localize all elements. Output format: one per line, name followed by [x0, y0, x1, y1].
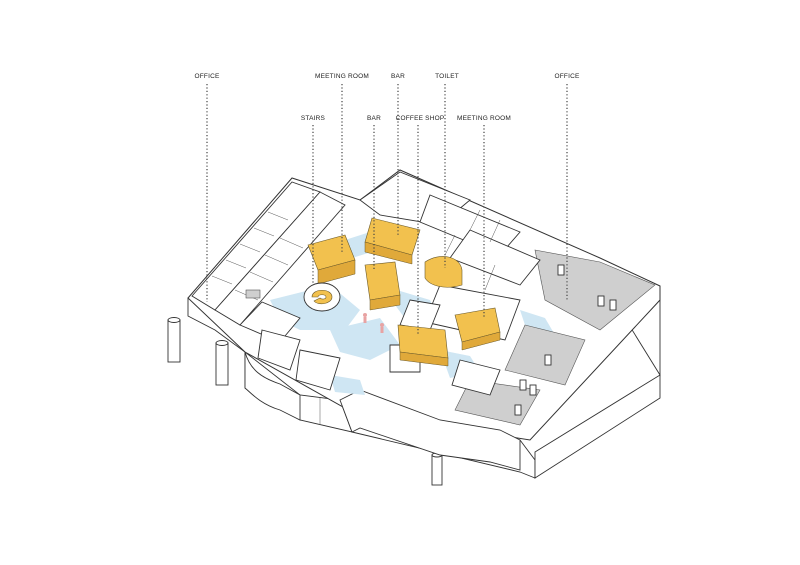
- label-bar-top: BAR: [391, 73, 405, 80]
- room-labels: OFFICE MEETING ROOM BAR TOILET OFFICE ST…: [194, 73, 579, 122]
- label-office-left: OFFICE: [194, 73, 219, 80]
- highlighted-spaces: [303, 217, 501, 367]
- office-left-zone: [191, 181, 346, 391]
- label-office-right: OFFICE: [554, 73, 579, 80]
- label-meeting-room-top: MEETING ROOM: [315, 73, 369, 80]
- label-meeting-room-mid: MEETING ROOM: [457, 115, 511, 122]
- label-coffee-shop: COFFEE SHOP: [396, 115, 445, 122]
- office-right-zone: [454, 249, 656, 426]
- leader-lines: [206, 84, 568, 335]
- label-bar-mid: BAR: [367, 115, 381, 122]
- label-toilet: TOILET: [435, 73, 459, 80]
- label-stairs: STAIRS: [301, 115, 326, 122]
